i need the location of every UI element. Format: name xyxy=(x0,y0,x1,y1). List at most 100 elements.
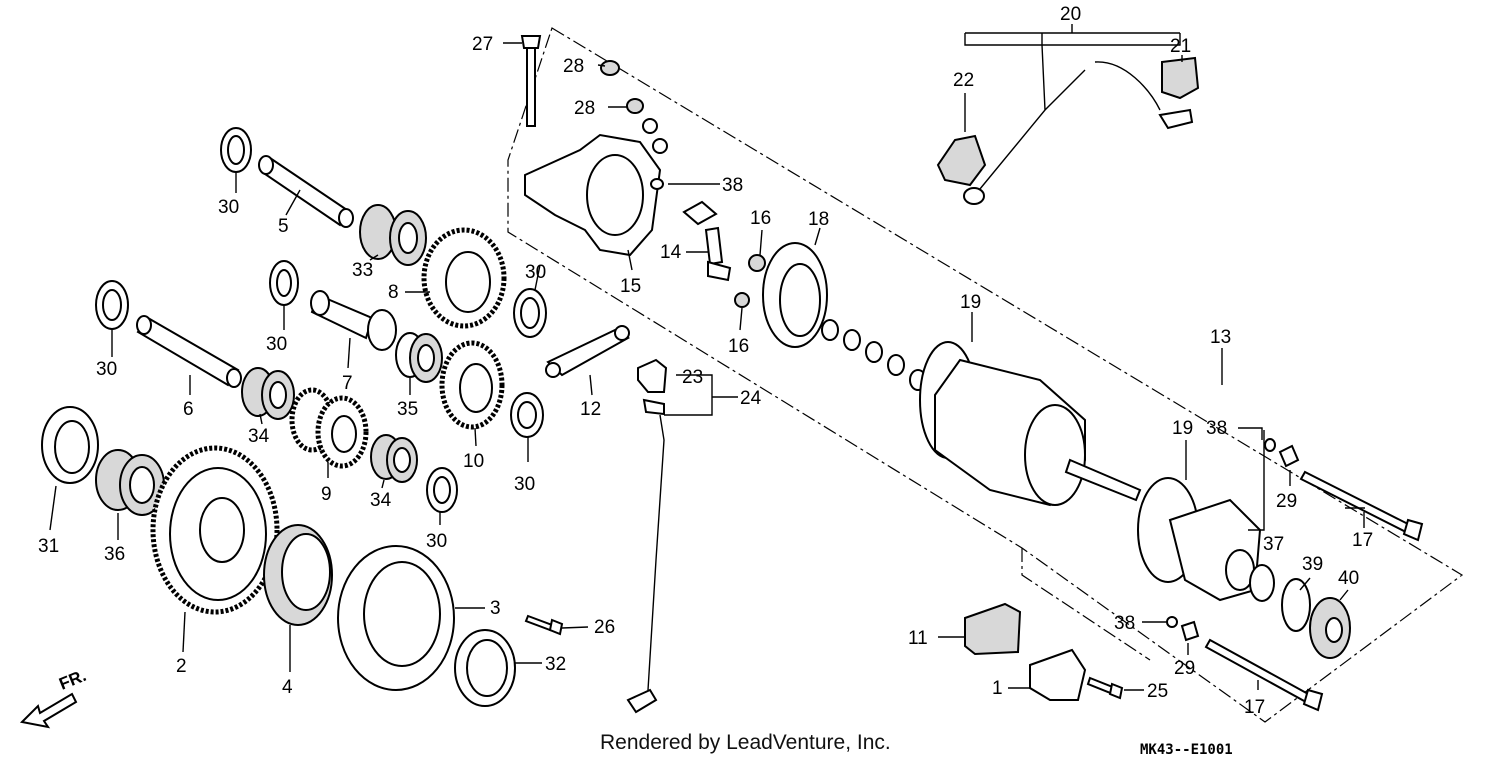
bearing-35[interactable] xyxy=(395,332,443,383)
callout-19-b[interactable]: 19 xyxy=(1172,418,1193,439)
needle-bearing-36[interactable] xyxy=(95,449,165,516)
callout-15[interactable]: 15 xyxy=(620,276,641,297)
callout-16-b[interactable]: 16 xyxy=(728,336,749,357)
callout-21[interactable]: 21 xyxy=(1170,36,1191,57)
nut-28-b[interactable] xyxy=(626,98,668,154)
nut-29-a[interactable] xyxy=(1278,444,1300,468)
callout-13[interactable]: 13 xyxy=(1210,327,1231,348)
callout-20[interactable]: 20 xyxy=(1060,4,1081,25)
front-cover[interactable] xyxy=(1168,498,1262,602)
terminal-14[interactable] xyxy=(704,226,732,282)
callout-30-b[interactable]: 30 xyxy=(525,262,546,283)
wire-harness-20[interactable] xyxy=(963,61,1161,205)
gear-9[interactable] xyxy=(289,387,369,469)
nut-16-a[interactable] xyxy=(748,254,766,272)
callout-23[interactable]: 23 xyxy=(682,367,703,388)
brush-holder-18[interactable] xyxy=(762,242,828,348)
nut-16-b[interactable] xyxy=(734,292,750,308)
callout-39[interactable]: 39 xyxy=(1302,554,1323,575)
callout-36[interactable]: 36 xyxy=(104,544,125,565)
plate-washer[interactable] xyxy=(682,200,718,226)
bolt-17-a[interactable] xyxy=(1299,470,1424,542)
nut-29-b[interactable] xyxy=(1180,620,1200,642)
callout-30-d[interactable]: 30 xyxy=(96,359,117,380)
cap-22[interactable] xyxy=(936,134,987,187)
terminal-cover-21[interactable] xyxy=(1158,56,1200,130)
callout-32[interactable]: 32 xyxy=(545,654,566,675)
callout-4[interactable]: 4 xyxy=(282,677,293,698)
one-way-clutch-4[interactable] xyxy=(263,524,333,626)
callout-38-c[interactable]: 38 xyxy=(1114,613,1135,634)
callout-35[interactable]: 35 xyxy=(397,399,418,420)
callout-19-a[interactable]: 19 xyxy=(960,292,981,313)
callout-27[interactable]: 27 xyxy=(472,34,493,55)
washer-30-c[interactable] xyxy=(269,260,299,306)
starter-cable-24[interactable] xyxy=(626,358,668,714)
callout-31[interactable]: 31 xyxy=(38,536,59,557)
callout-16-a[interactable]: 16 xyxy=(750,208,771,229)
callout-25[interactable]: 25 xyxy=(1147,681,1168,702)
washer-38-a[interactable] xyxy=(650,178,664,190)
callout-22[interactable]: 22 xyxy=(953,70,974,91)
rubber-11[interactable] xyxy=(964,602,1022,656)
nut-28-a[interactable] xyxy=(600,60,620,76)
callout-1[interactable]: 1 xyxy=(992,678,1003,699)
bolt-26[interactable] xyxy=(524,614,564,636)
washer-32[interactable] xyxy=(454,629,516,707)
callout-30-e[interactable]: 30 xyxy=(514,474,535,495)
shim-washers[interactable] xyxy=(821,319,927,391)
needle-bearing-34-a[interactable] xyxy=(241,367,295,420)
callout-17-b[interactable]: 17 xyxy=(1244,697,1265,718)
washer-30-e[interactable] xyxy=(510,392,544,438)
callout-29-a[interactable]: 29 xyxy=(1276,491,1297,512)
callout-38-b[interactable]: 38 xyxy=(1206,418,1227,439)
seal-37[interactable] xyxy=(1249,564,1275,602)
callout-12[interactable]: 12 xyxy=(580,399,601,420)
stay-12[interactable] xyxy=(545,325,630,378)
needle-bearing-33[interactable] xyxy=(359,204,427,266)
callout-38-a[interactable]: 38 xyxy=(722,175,743,196)
washer-38-b[interactable] xyxy=(1264,438,1276,452)
callout-28-b[interactable]: 28 xyxy=(574,98,595,119)
washer-38-c[interactable] xyxy=(1166,616,1178,628)
callout-26[interactable]: 26 xyxy=(594,617,615,638)
callout-18[interactable]: 18 xyxy=(808,209,829,230)
callout-17-a[interactable]: 17 xyxy=(1352,530,1373,551)
callout-10[interactable]: 10 xyxy=(463,451,484,472)
bolt-27[interactable] xyxy=(520,35,542,127)
gear-2[interactable] xyxy=(150,445,280,615)
gear-8[interactable] xyxy=(421,227,507,329)
callout-9[interactable]: 9 xyxy=(321,484,332,505)
callout-6[interactable]: 6 xyxy=(183,399,194,420)
bearing-40[interactable] xyxy=(1309,597,1351,659)
bolt-25[interactable] xyxy=(1086,676,1124,700)
callout-37[interactable]: 37 xyxy=(1263,534,1284,555)
washer-30-b[interactable] xyxy=(513,288,547,338)
callout-24[interactable]: 24 xyxy=(740,388,762,409)
callout-2[interactable]: 2 xyxy=(176,656,187,677)
clutch-outer-3[interactable] xyxy=(337,545,455,691)
callout-30-a[interactable]: 30 xyxy=(218,197,239,218)
armature-yoke[interactable] xyxy=(934,358,1142,507)
callout-11[interactable]: 11 xyxy=(908,628,928,649)
washer-30-d[interactable] xyxy=(95,280,129,330)
shaft-6[interactable] xyxy=(136,315,242,388)
shaft-5[interactable] xyxy=(258,155,354,228)
callout-33[interactable]: 33 xyxy=(352,260,373,281)
washer-31[interactable] xyxy=(41,406,99,484)
callout-3[interactable]: 3 xyxy=(490,598,501,619)
washer-30-a[interactable] xyxy=(220,127,252,173)
circlip-39[interactable] xyxy=(1281,578,1311,632)
rear-cover-15[interactable] xyxy=(524,133,662,257)
callout-8[interactable]: 8 xyxy=(388,282,399,303)
shaft-7[interactable] xyxy=(310,290,397,351)
bracket-1[interactable] xyxy=(1029,648,1087,701)
callout-14[interactable]: 14 xyxy=(660,242,682,263)
callout-28-a[interactable]: 28 xyxy=(563,56,584,77)
gear-10[interactable] xyxy=(439,340,505,430)
bolt-17-b[interactable] xyxy=(1204,638,1324,712)
callout-7[interactable]: 7 xyxy=(342,373,353,394)
needle-bearing-34-b[interactable] xyxy=(370,434,418,483)
callout-30-c[interactable]: 30 xyxy=(266,334,287,355)
callout-40[interactable]: 40 xyxy=(1338,568,1359,589)
